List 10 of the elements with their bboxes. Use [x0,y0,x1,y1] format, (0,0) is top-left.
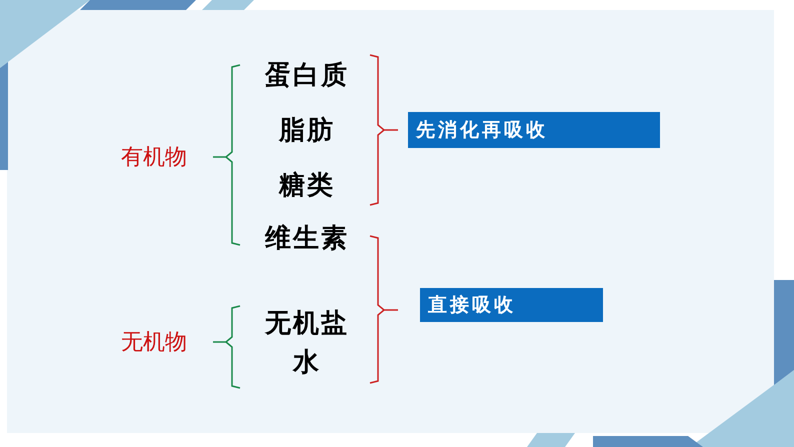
label-box: 先消化再吸收 [408,112,660,148]
label-box: 直接吸收 [420,288,603,322]
category-label: 有机物 [121,144,187,172]
nutrient-label: 糖类 [279,170,335,202]
nutrient-label: 维生素 [265,222,349,256]
nutrient-label: 蛋白质 [265,60,349,92]
nutrient-label: 无机盐 [265,308,349,340]
nutrient-label: 水 [293,346,321,380]
category-label: 无机物 [121,329,187,357]
nutrient-label: 脂肪 [279,114,335,148]
